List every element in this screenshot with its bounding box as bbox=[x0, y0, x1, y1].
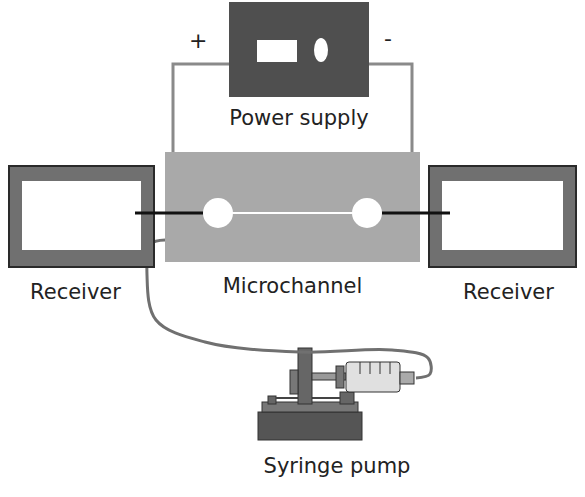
caption-holder: Syringe pump bbox=[264, 454, 411, 478]
wire bbox=[173, 64, 229, 152]
receiver-interior bbox=[22, 181, 141, 250]
channel-node: Microchannel bbox=[165, 152, 420, 262]
receiver-node: Receiver bbox=[8, 165, 155, 268]
caption-holder: Receiver bbox=[30, 280, 121, 304]
polarity-sign: + bbox=[189, 28, 207, 53]
caption-holder: Microchannel bbox=[223, 274, 363, 298]
power-node: Power supply bbox=[229, 2, 369, 97]
polarity-sign: - bbox=[384, 26, 392, 51]
receiver-interior bbox=[442, 181, 563, 250]
node-label: Receiver bbox=[30, 280, 121, 304]
caption-holder: Power supply bbox=[229, 106, 368, 130]
channel-drawing bbox=[165, 152, 420, 262]
syringe-pump bbox=[258, 348, 414, 440]
receiver-node: Receiver bbox=[428, 165, 577, 268]
pump-node: Syringe pump bbox=[258, 340, 416, 442]
tube-end bbox=[10, 167, 157, 270]
node-label: Receiver bbox=[463, 280, 554, 304]
caption-holder: Receiver bbox=[463, 280, 554, 304]
knob bbox=[314, 38, 328, 62]
wire bbox=[369, 64, 412, 152]
node-label: Syringe pump bbox=[264, 454, 411, 478]
node-label: Power supply bbox=[229, 106, 368, 130]
tube-end bbox=[430, 167, 579, 270]
node-label: Microchannel bbox=[223, 274, 363, 298]
display-window bbox=[257, 40, 297, 62]
